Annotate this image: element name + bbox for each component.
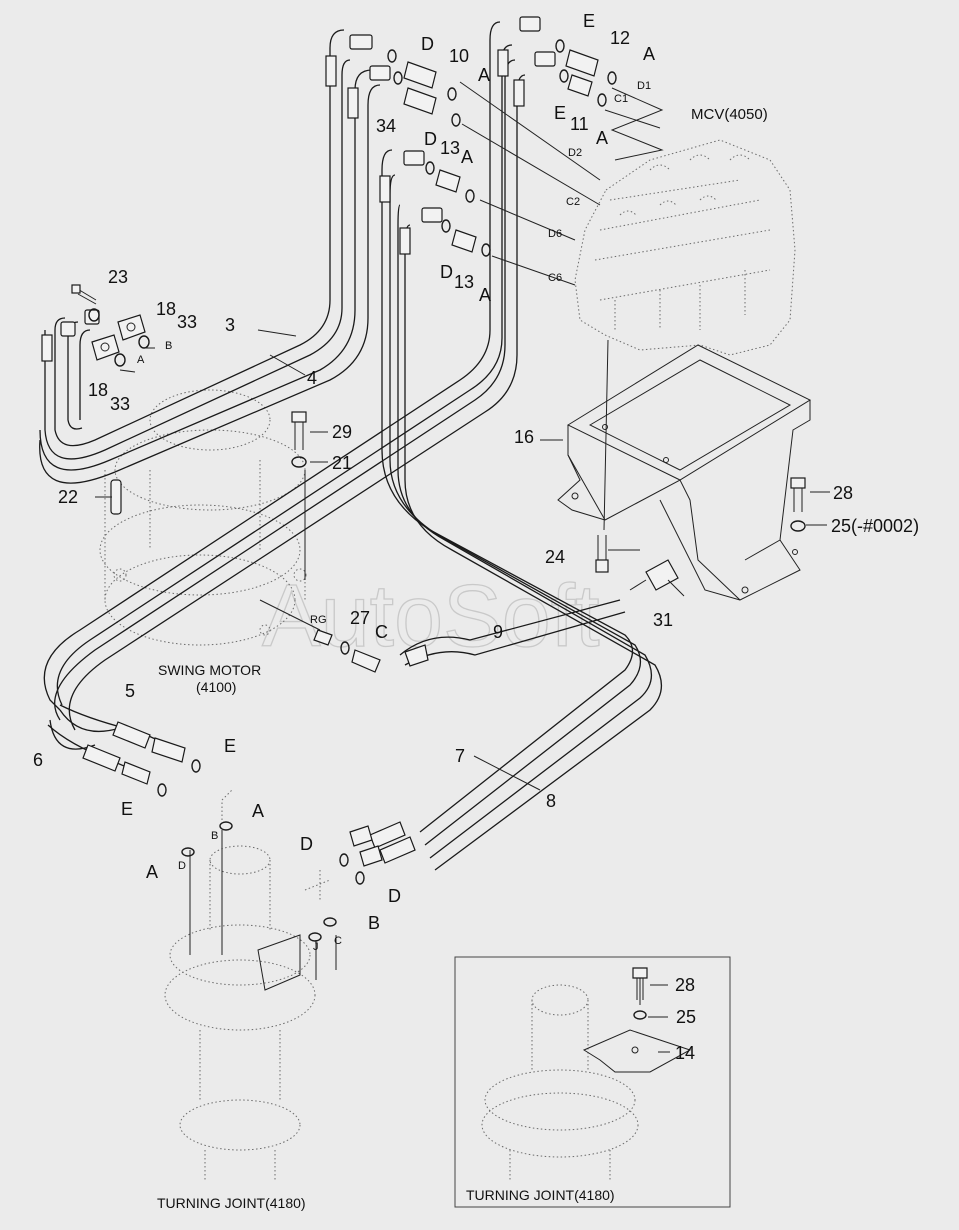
port-letter-d2: D <box>424 129 437 149</box>
port-code-rg: RG <box>310 614 327 626</box>
part-label-29: 29 <box>332 422 352 442</box>
split-flanges <box>91 314 146 361</box>
mcv-caption: MCV(4050) <box>691 106 768 123</box>
port-letter-e4: E <box>121 799 133 819</box>
inset-bolt-head <box>632 967 648 979</box>
plate-bolt-hole <box>631 1046 639 1054</box>
port-code-c2: C2 <box>566 196 580 208</box>
inset-washer <box>633 1010 647 1020</box>
port-letter-a7: A <box>146 862 158 882</box>
part-label-33a: 33 <box>177 312 197 332</box>
port-letter-e3: E <box>224 736 236 756</box>
turning-joint-main <box>164 789 331 1180</box>
port-code-d2: D2 <box>568 147 582 159</box>
port-code-d1: D1 <box>637 80 651 92</box>
part-label-9: 9 <box>493 622 503 642</box>
part-label-7: 7 <box>455 746 465 766</box>
port-letter-a1: A <box>643 44 655 64</box>
port-letter-b1: B <box>368 913 380 933</box>
port-code-a: A <box>137 354 145 366</box>
part-label-11: 11 <box>570 114 589 134</box>
part-label-18a: 18 <box>156 299 176 319</box>
part-label-21: 21 <box>332 453 352 473</box>
swing-motor-caption-name: SWING MOTOR <box>158 662 261 678</box>
port-letter-d4: D <box>300 834 313 854</box>
port-code-c6: C6 <box>548 272 562 284</box>
port-letter-d3: D <box>440 262 453 282</box>
port-letter-a4: A <box>461 147 473 167</box>
part-label-33b: 33 <box>110 394 130 414</box>
port-letter-a5: A <box>479 285 491 305</box>
part-label-18b: 18 <box>88 380 108 400</box>
part-label-13a: 13 <box>440 138 460 158</box>
port-code-tj-c: C <box>334 935 342 947</box>
port-letter-e1: E <box>583 11 595 31</box>
port-letter-e2: E <box>554 103 566 123</box>
swing-motor-caption-code: (4100) <box>196 679 236 695</box>
tj-port-zigzag <box>257 934 301 991</box>
port-codes: D1 C1 D2 C2 D6 C6 RG A B B D J C <box>137 80 651 953</box>
part-label-23: 23 <box>108 267 128 287</box>
port-code-tj-j: J <box>313 941 319 953</box>
o-rings <box>88 39 617 942</box>
tj-leader-lines <box>189 830 337 980</box>
part-label-16: 16 <box>514 427 534 447</box>
hose-3-4-upper <box>39 29 381 484</box>
port-letters: A A A A A A A B C D D D D D E E E E <box>121 11 655 933</box>
port-code-tj-d: D <box>178 860 186 872</box>
part-label-34: 34 <box>376 116 396 136</box>
part-label-13b: 13 <box>454 272 474 292</box>
part-label-3: 3 <box>225 315 235 335</box>
part-labels: 3 4 5 6 7 8 9 10 11 12 13 13 14 16 18 18… <box>33 28 919 1063</box>
part-label-22: 22 <box>58 487 78 507</box>
port-letter-a2: A <box>478 65 490 85</box>
part-label-31: 31 <box>653 610 673 630</box>
part-label-28-inset: 28 <box>675 975 695 995</box>
part-label-14: 14 <box>675 1043 695 1063</box>
port-code-b: B <box>165 340 172 352</box>
part-label-25-inset: 25 <box>676 1007 696 1027</box>
part-label-5: 5 <box>125 681 135 701</box>
adapter-fittings <box>313 49 599 646</box>
part-14-plate <box>582 1029 692 1073</box>
port-code-c1: C1 <box>614 93 628 105</box>
hose-end-fittings <box>60 16 556 867</box>
hose-crimp-sleeves <box>41 49 525 864</box>
port-letter-a6: A <box>252 801 264 821</box>
port-letter-d1: D <box>421 34 434 54</box>
port-code-tj-b: B <box>211 830 218 842</box>
part-label-28: 28 <box>833 483 853 503</box>
part-label-27: 27 <box>350 608 370 628</box>
part-label-8: 8 <box>546 791 556 811</box>
part-label-6: 6 <box>33 750 43 770</box>
mcv-bracket <box>557 344 812 601</box>
port-letter-d5: D <box>388 886 401 906</box>
part-label-25: 25(-#0002) <box>831 516 919 536</box>
mcv-valve-block <box>574 139 796 356</box>
part-label-12: 12 <box>610 28 630 48</box>
part-label-10: 10 <box>449 46 469 66</box>
port-code-d6: D6 <box>548 228 562 240</box>
port-letter-c1: C <box>375 622 388 642</box>
part-label-4: 4 <box>307 368 317 388</box>
turning-joint-caption: TURNING JOINT(4180) <box>157 1195 306 1211</box>
leader-lines <box>95 81 830 1053</box>
turning-joint-inset-caption: TURNING JOINT(4180) <box>466 1187 615 1203</box>
watermark: AutoSoft <box>262 566 600 665</box>
inset-box <box>454 956 731 1208</box>
hose-7-8 <box>381 149 662 871</box>
port-letter-a3: A <box>596 128 608 148</box>
part-label-24: 24 <box>545 547 565 567</box>
hardware <box>71 284 806 597</box>
